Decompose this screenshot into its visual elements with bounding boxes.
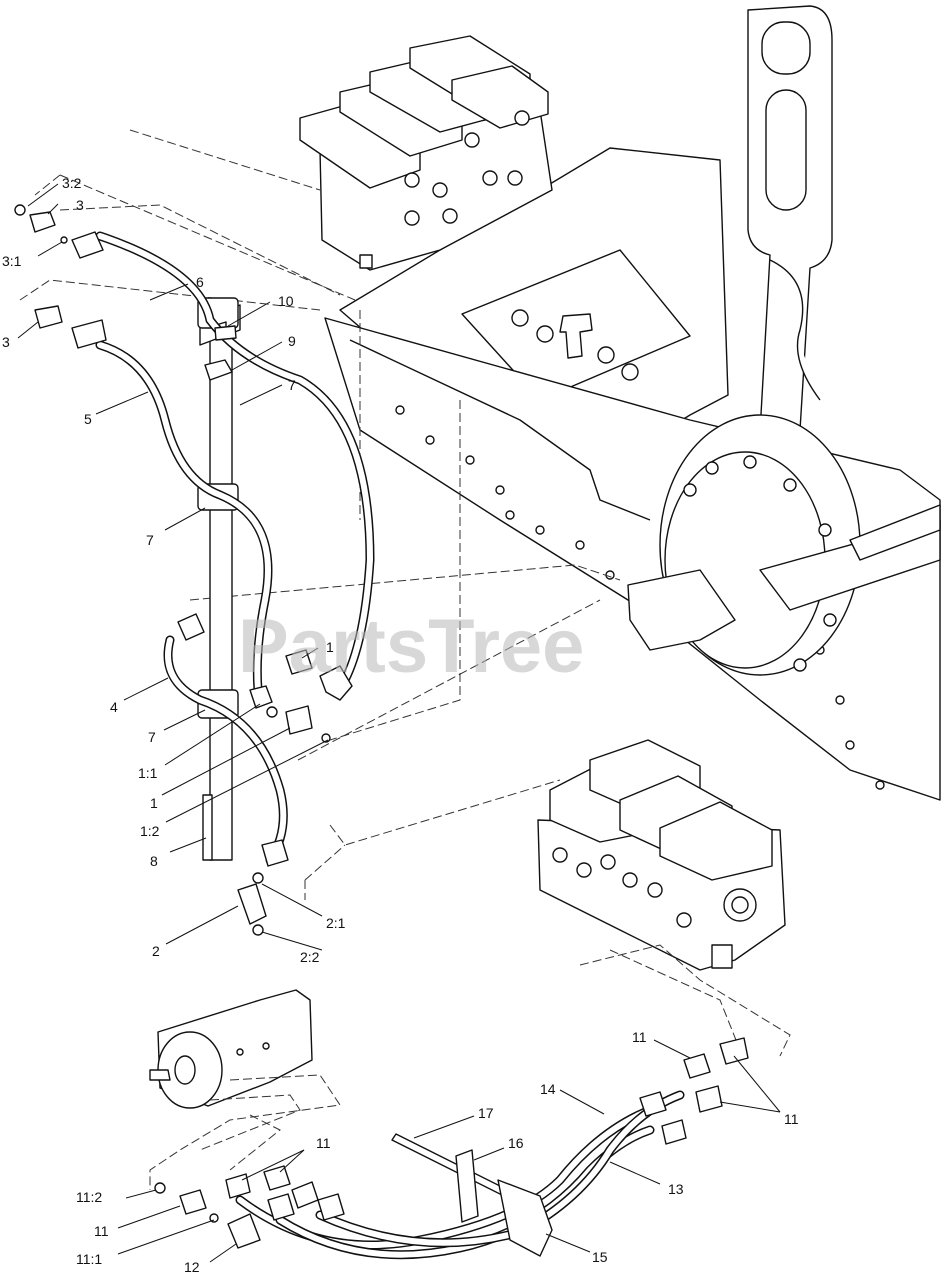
watermark-text: PartsTree (238, 604, 584, 689)
callout-11-2: 11:2 (76, 1189, 102, 1205)
callout-8: 8 (150, 853, 158, 869)
lower-valve-manifold (537, 739, 786, 971)
callout-13: 13 (668, 1181, 684, 1197)
callout-17: 17 (478, 1105, 494, 1121)
callout-11-right: 11 (784, 1111, 799, 1127)
rod-and-clamps (197, 297, 241, 861)
callout-1-upper: 1 (326, 639, 334, 655)
clamp-hardware (391, 1133, 553, 1257)
callout-4: 4 (110, 699, 118, 715)
callout-1-1: 1:1 (138, 765, 158, 781)
callout-3-2-top: 3:2 (62, 175, 82, 191)
callout-labels: 3:2 3 3:1 3 6 10 9 7 5 7 1 4 7 1:1 1 1:2… (2, 175, 799, 1275)
callout-1-lower: 1 (150, 795, 158, 811)
callout-5: 5 (84, 411, 92, 427)
callout-3-lower: 3 (2, 334, 10, 350)
callout-3-1: 3:1 (2, 253, 22, 269)
callout-10: 10 (278, 293, 294, 309)
callout-11-lower: 11 (94, 1223, 109, 1239)
callout-7-middle: 7 (146, 532, 154, 548)
callout-11-middle: 11 (316, 1135, 331, 1151)
frame-assembly (324, 5, 941, 801)
callout-7-lower: 7 (148, 729, 156, 745)
callout-11-top: 11 (632, 1029, 647, 1045)
hydraulic-pump (149, 989, 313, 1109)
callout-9: 9 (288, 333, 296, 349)
callout-2-1: 2:1 (326, 915, 346, 931)
callout-16: 16 (508, 1135, 524, 1151)
leader-lines (17, 183, 781, 1263)
callout-12: 12 (184, 1259, 200, 1275)
callout-1-2: 1:2 (140, 823, 160, 839)
callout-14: 14 (540, 1081, 556, 1097)
callout-7-upper: 7 (288, 377, 296, 393)
callout-6: 6 (196, 274, 204, 290)
fittings (14, 204, 749, 1249)
callout-3-top: 3 (76, 197, 84, 213)
callout-11-1: 11:1 (76, 1251, 102, 1267)
upper-valve-manifold (299, 35, 553, 271)
callout-2-2: 2:2 (300, 949, 320, 965)
callout-15: 15 (592, 1249, 608, 1265)
callout-2: 2 (152, 943, 160, 959)
hoses (95, 231, 685, 1260)
